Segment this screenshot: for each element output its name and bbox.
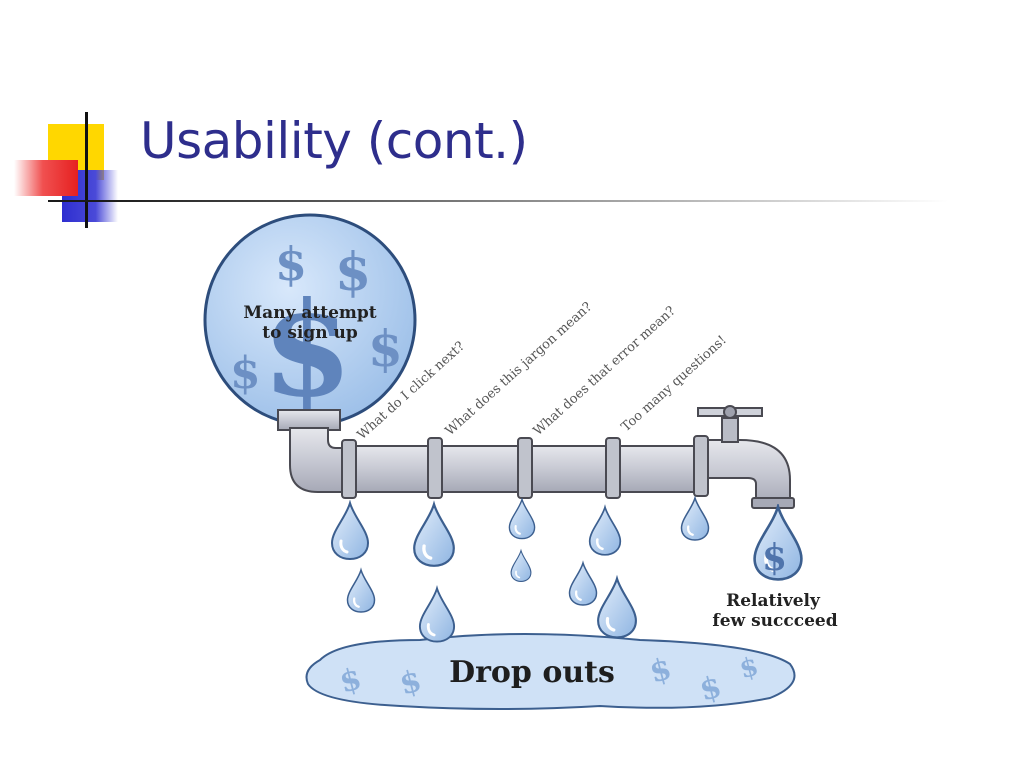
water-drop-icon bbox=[568, 561, 598, 607]
dollar-sign-icon: $ bbox=[335, 242, 371, 303]
success-drop: $ Relatively few succceed bbox=[712, 507, 838, 631]
dollar-sign-icon: $ bbox=[262, 273, 352, 426]
success-label-line1: Relatively bbox=[726, 591, 821, 611]
bubble-label-line2: to sign up bbox=[262, 323, 358, 343]
question-label: What does that error mean? bbox=[531, 304, 679, 439]
dollar-sign-icon: $ bbox=[275, 237, 307, 291]
dollar-sign-icon: $ bbox=[762, 537, 787, 579]
puddle: $ $ $ $ $ Drop outs bbox=[305, 633, 796, 710]
money-bubble: $ $ $ $ $ Many attempt to sign up bbox=[203, 213, 417, 427]
water-drop-icon bbox=[412, 502, 456, 568]
question-label: What does this jargon mean? bbox=[443, 299, 596, 439]
success-label-line2: few succceed bbox=[712, 611, 837, 631]
water-drop-icon bbox=[680, 496, 710, 542]
dollar-sign-icon: $ bbox=[230, 348, 261, 399]
dollar-sign-icon: $ bbox=[368, 319, 403, 378]
vertical-line-decoration bbox=[85, 112, 88, 228]
water-drop-icon bbox=[596, 576, 638, 640]
water-drop-icon bbox=[508, 498, 536, 540]
water-drop-icon bbox=[418, 586, 456, 644]
puddle-label: Drop outs bbox=[449, 655, 615, 690]
title-underline bbox=[48, 200, 948, 202]
slide-title: Usability (cont.) bbox=[140, 112, 528, 170]
bubble-label-line1: Many attempt bbox=[243, 303, 376, 323]
red-square-decoration bbox=[14, 160, 78, 196]
water-drop-icon bbox=[510, 549, 532, 583]
water-drop-icon bbox=[346, 568, 376, 614]
water-drops bbox=[330, 496, 710, 644]
water-drop-icon bbox=[330, 501, 370, 561]
water-drop-icon bbox=[588, 505, 622, 557]
pipe bbox=[277, 405, 795, 509]
